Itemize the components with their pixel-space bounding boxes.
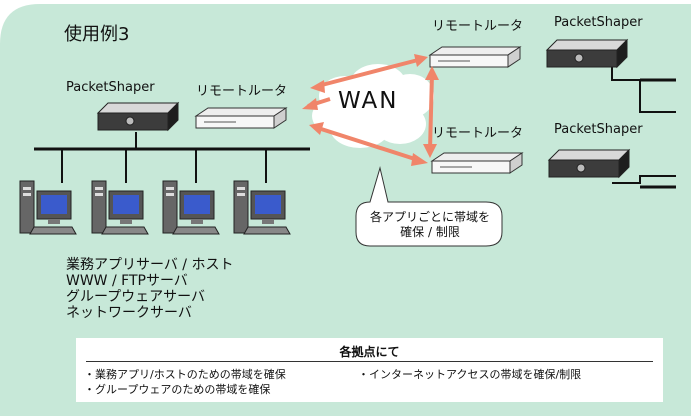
notes-divider — [86, 361, 653, 362]
server-pc-3 — [162, 180, 220, 235]
diagram-title: 使用例3 — [64, 24, 130, 45]
packetshaper-main — [96, 101, 180, 132]
router-main-label: リモートルータ — [196, 84, 288, 99]
router-remote-2 — [430, 152, 524, 174]
server-pc-1 — [19, 180, 77, 235]
packetshaper-main-label: PacketShaper — [66, 80, 155, 95]
callout-line-2: 確保 / 制限 — [400, 225, 460, 239]
server-list-item: ネットワークサーバ — [66, 305, 192, 321]
bandwidth-arrows — [302, 54, 439, 166]
packetshaper-remote-2-label: PacketShaper — [554, 122, 643, 137]
router-remote-2-label: リモートルータ — [432, 126, 524, 141]
arrow-wan-upper — [317, 58, 419, 88]
notes-title: 各拠点にて — [339, 345, 400, 359]
router-main — [194, 107, 288, 129]
router-remote-1-label: リモートルータ — [432, 19, 524, 34]
server-list-item: グループウェアサーバ — [66, 289, 206, 305]
note-item: ・グループウェアのための帯域を確保 — [84, 383, 271, 396]
server-pc-4 — [233, 180, 291, 235]
note-item: ・業務アプリ/ホストのための帯域を確保 — [84, 368, 286, 381]
arrow-wan-right — [428, 73, 434, 151]
callout-text: 各アプリごとに帯域を 確保 / 制限 — [360, 210, 500, 240]
server-list-item: 業務アプリサーバ / ホスト — [66, 257, 234, 273]
server-pc-2 — [91, 180, 149, 235]
callout-bubble — [355, 166, 503, 247]
packetshaper-remote-2 — [547, 148, 631, 179]
wan-cloud — [312, 64, 434, 148]
wan-label: WAN — [338, 88, 399, 114]
server-list-item: WWW / FTPサーバ — [66, 273, 188, 289]
arrow-wan-lower — [317, 126, 419, 162]
router-remote-1 — [428, 46, 522, 68]
remote-lan-2 — [612, 175, 676, 184]
packetshaper-remote-1 — [545, 38, 629, 69]
notes-box: 各拠点にて ・業務アプリ/ホストのための帯域を確保 ・インターネットアクセスの帯… — [76, 338, 663, 402]
packetshaper-remote-1-label: PacketShaper — [554, 15, 643, 30]
callout-line-1: 各アプリごとに帯域を — [369, 210, 490, 224]
server-list: 業務アプリサーバ / ホスト WWW / FTPサーバ グループウェアサーバ ネ… — [66, 257, 233, 321]
note-item: ・インターネットアクセスの帯域を確保/制限 — [358, 368, 582, 381]
